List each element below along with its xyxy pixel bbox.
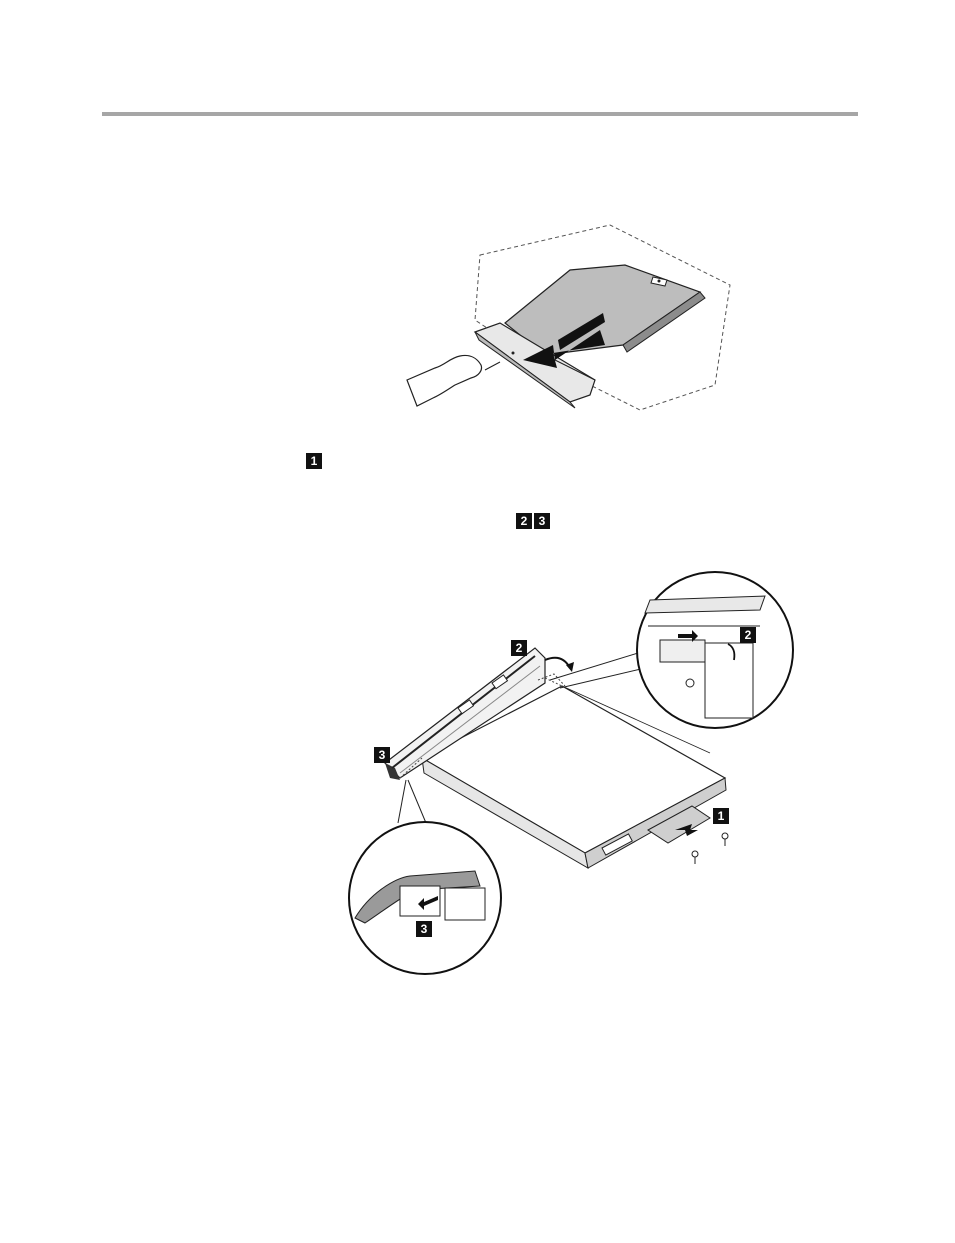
hand-icon	[407, 355, 482, 406]
step-badge-1: 1	[306, 453, 322, 469]
callout-badge-3: 3	[374, 747, 390, 763]
detail-badge-3: 3	[416, 921, 432, 937]
figure-remove-drive	[395, 220, 740, 415]
callout-badge-2: 2	[511, 640, 527, 656]
screw-icon	[722, 833, 728, 839]
callout-badge-1: 1	[713, 808, 729, 824]
detail-badge-2: 2	[740, 627, 756, 643]
header-rule	[102, 112, 858, 116]
step-badge-3: 3	[534, 513, 550, 529]
screw-icon-2	[692, 851, 698, 857]
figure-remove-bezel	[340, 568, 800, 983]
step-badge-2: 2	[516, 513, 532, 529]
